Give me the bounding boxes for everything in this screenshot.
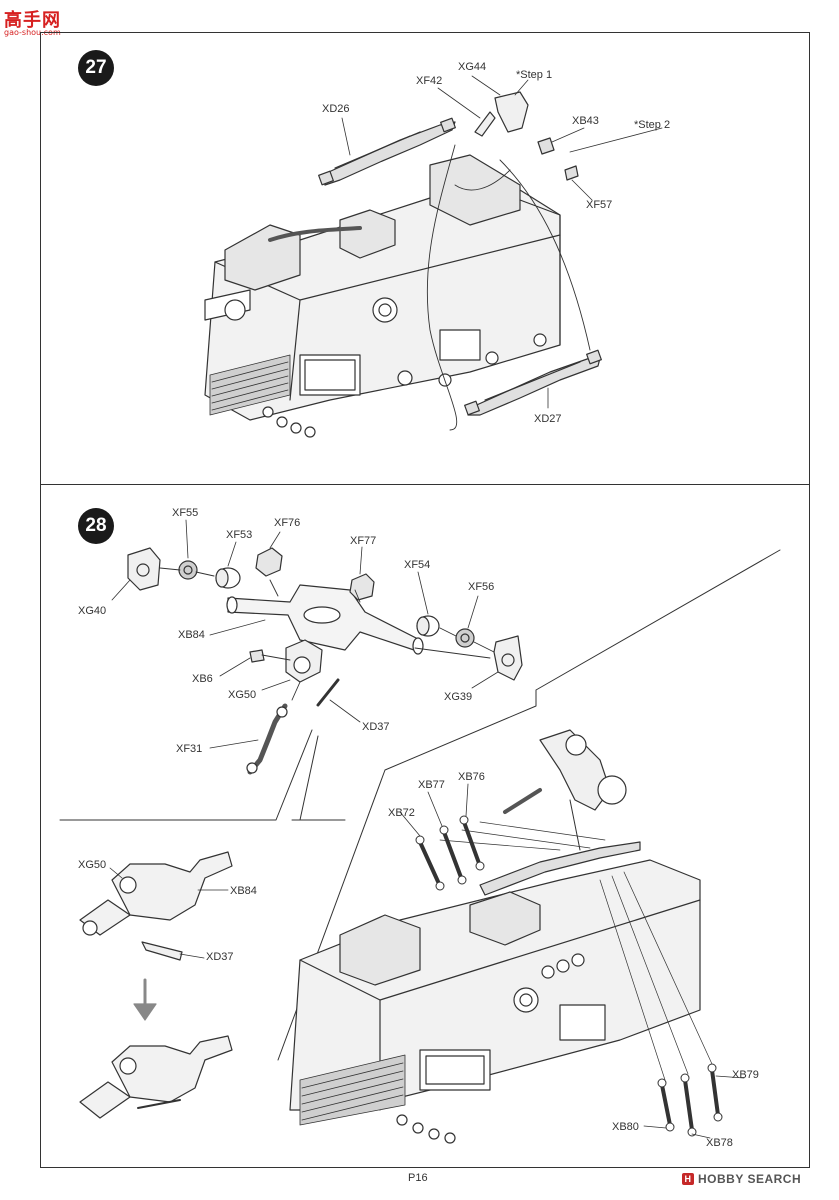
- callout-xf77: XF77: [350, 535, 377, 547]
- callout-step-1-note: *Step 1: [516, 69, 553, 81]
- watermark-brand: HOBBY SEARCH: [698, 1172, 802, 1186]
- callout-xg39: XG39: [444, 691, 473, 703]
- site-logo-url: gao-shou.com: [4, 28, 61, 37]
- step28-inset-detail: [79, 851, 233, 1119]
- watermark-mark-icon: H: [682, 1173, 694, 1185]
- callout-inset-xd37: XD37: [206, 951, 234, 963]
- callout-xd37: XD37: [362, 721, 390, 733]
- callout-xf56: XF56: [468, 581, 495, 593]
- page-frame: [40, 32, 810, 1168]
- callout-xd26: XD26: [322, 103, 350, 115]
- site-logo: 高手网: [4, 10, 61, 31]
- callout-step-2-note: *Step 2: [634, 119, 671, 131]
- callout-xb77: XB77: [418, 779, 445, 791]
- page-number: P16: [408, 1172, 428, 1184]
- callout-xg44: XG44: [458, 61, 487, 73]
- callout-xf55: XF55: [172, 507, 199, 519]
- callout-xb6: XB6: [192, 673, 213, 685]
- callout-xb84: XB84: [178, 629, 205, 641]
- step28-hull-drawing: [289, 729, 745, 1144]
- step28-callout-frame: [59, 549, 781, 1061]
- callout-xb78: XB78: [706, 1137, 733, 1149]
- callout-xb43: XB43: [572, 115, 599, 127]
- callout-xg40: XG40: [78, 605, 107, 617]
- callout-inset-xg50: XG50: [78, 859, 107, 871]
- callout-xf31: XF31: [176, 743, 203, 755]
- callout-xb79: XB79: [732, 1069, 759, 1081]
- step28-axle-exploded: [111, 519, 523, 775]
- callout-xf54: XF54: [404, 559, 431, 571]
- callout-xf53: XF53: [226, 529, 253, 541]
- callout-xf57: XF57: [586, 199, 613, 211]
- callout-xb76: XB76: [458, 771, 485, 783]
- callout-xf42: XF42: [416, 75, 443, 87]
- callout-inset-xb84: XB84: [230, 885, 257, 897]
- step27-hull-drawing: [204, 75, 663, 438]
- callout-xf76: XF76: [274, 517, 301, 529]
- step-divider: [40, 484, 810, 485]
- callout-xb80: XB80: [612, 1121, 639, 1133]
- step-badge-27: 27: [78, 50, 114, 86]
- callout-xb72: XB72: [388, 807, 415, 819]
- watermark: H HOBBY SEARCH: [682, 1172, 801, 1186]
- callout-xd27: XD27: [534, 413, 562, 425]
- step-badge-28: 28: [78, 508, 114, 544]
- callout-xg50: XG50: [228, 689, 257, 701]
